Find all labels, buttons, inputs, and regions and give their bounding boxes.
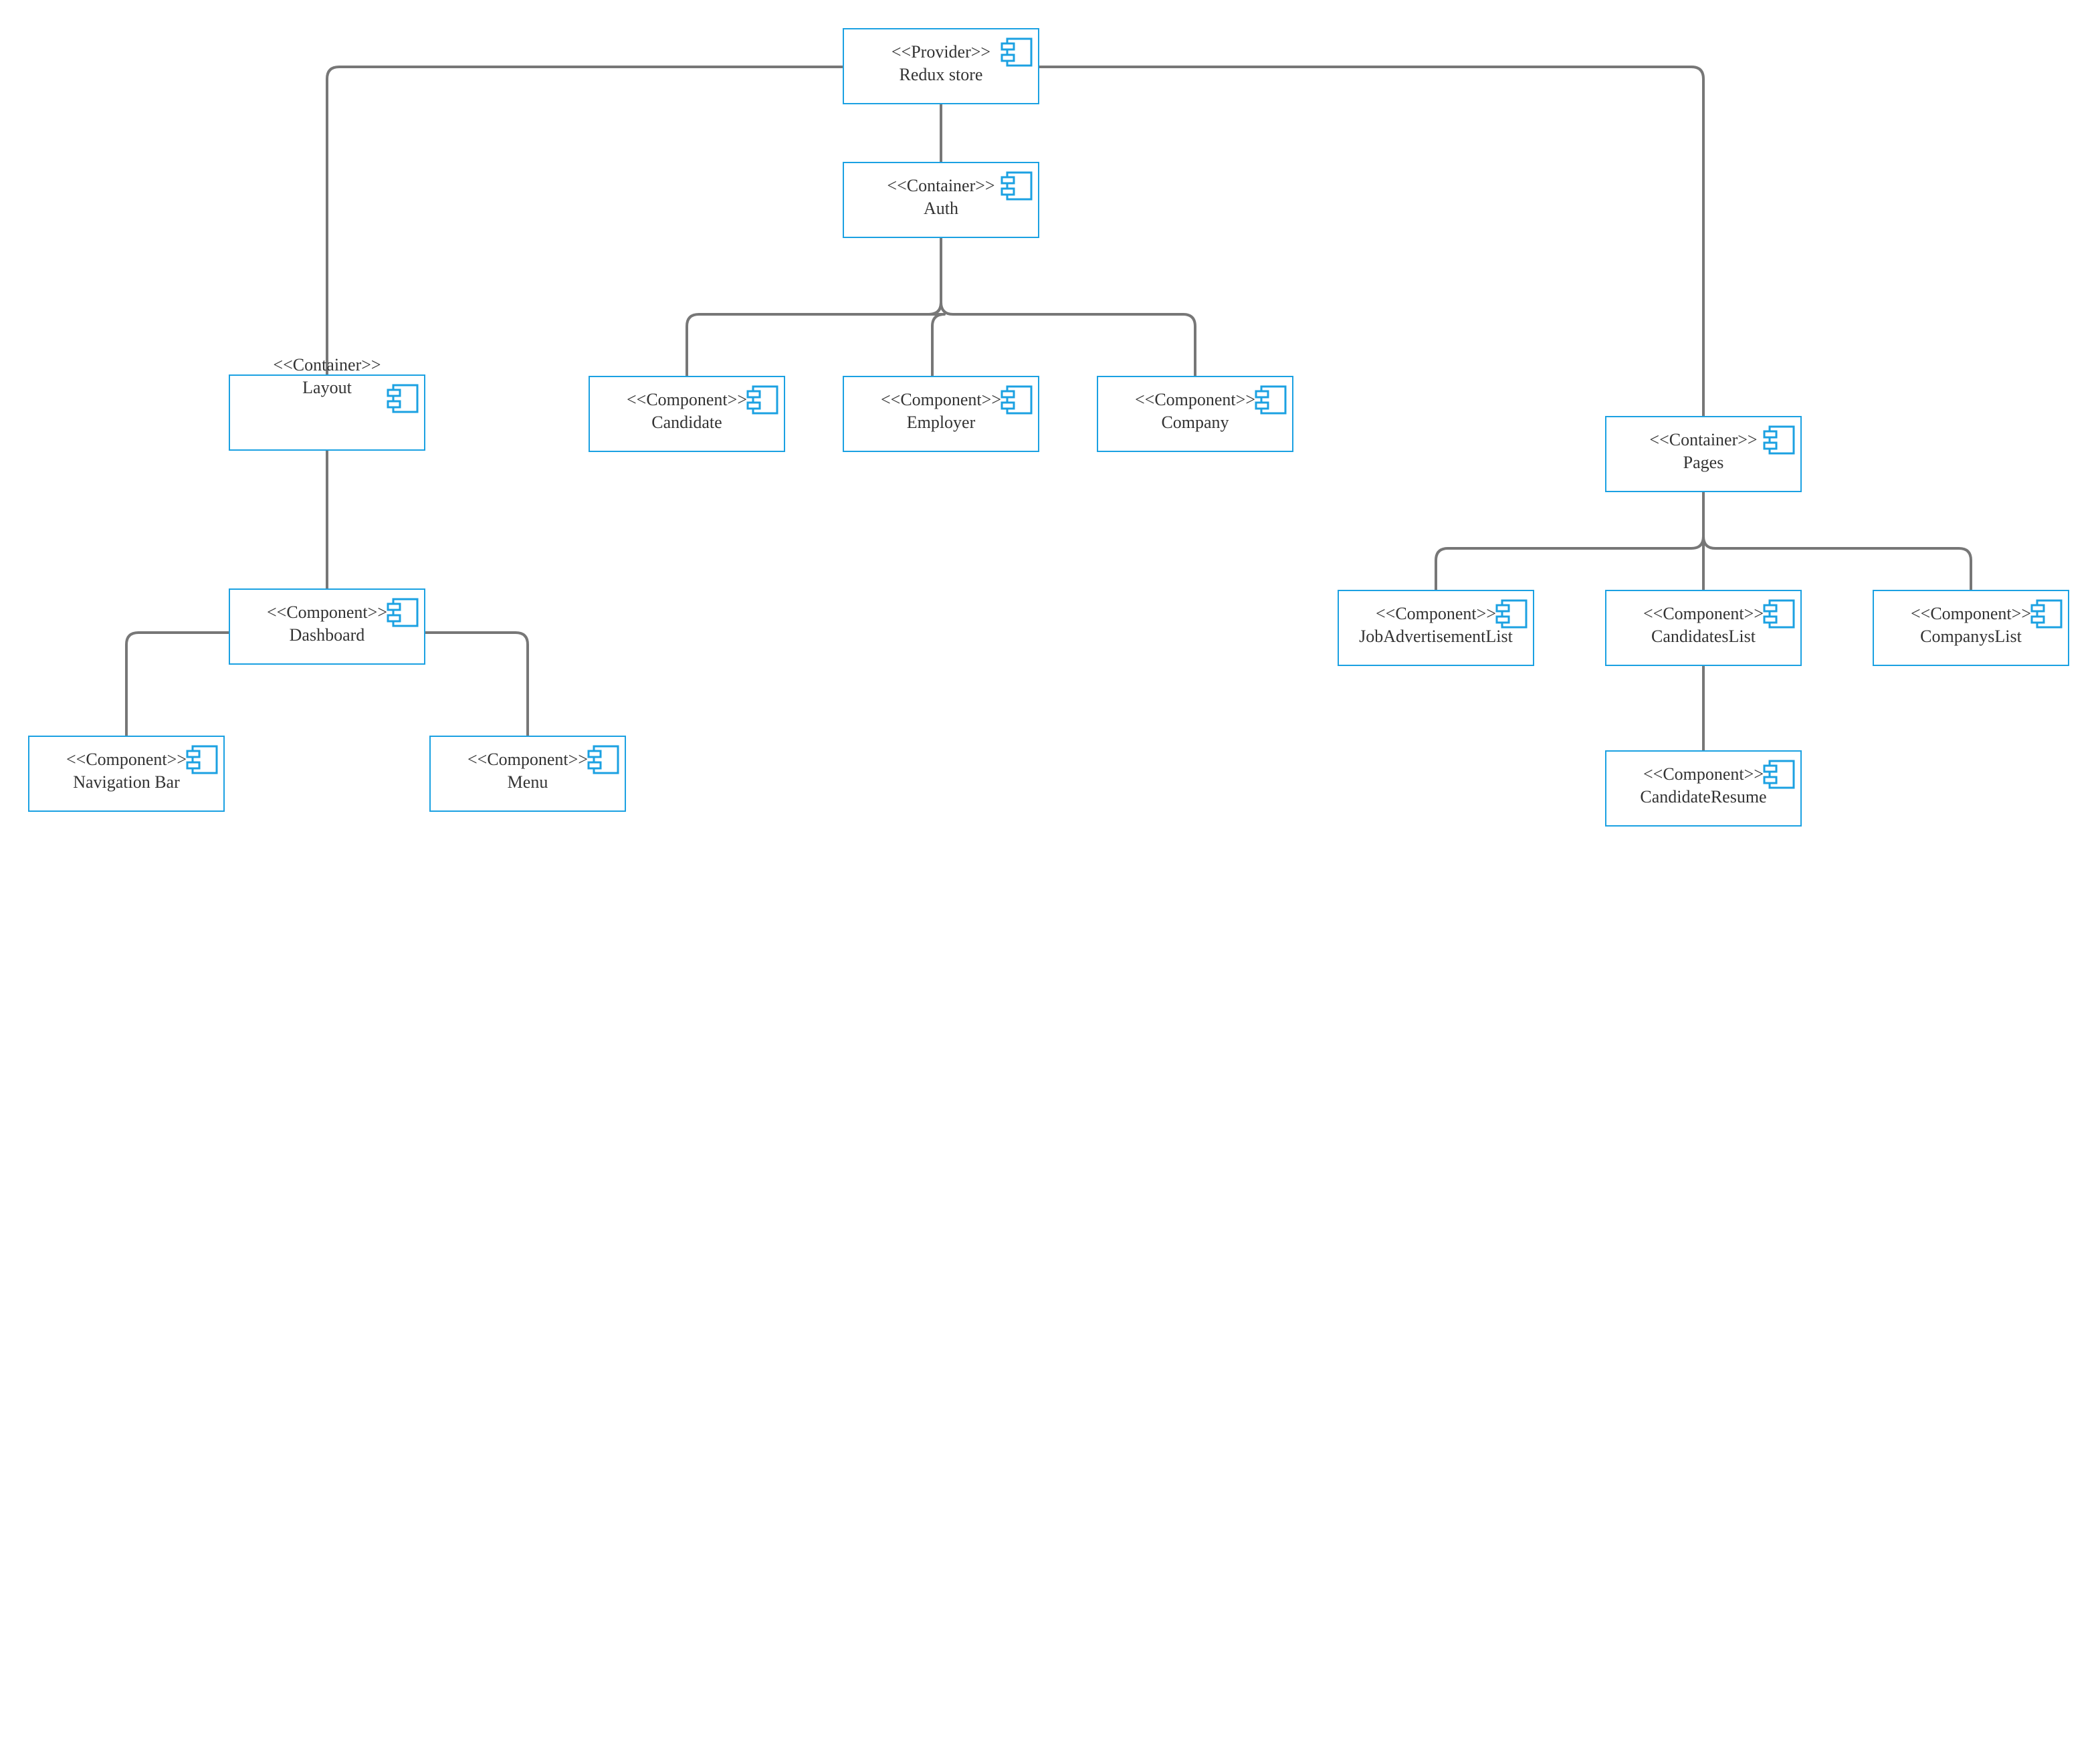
node-company[interactable]: <<Component>> Company	[1097, 376, 1293, 452]
node-auth[interactable]: <<Container>> Auth	[843, 162, 1039, 238]
node-stereotype: <<Provider>>	[891, 41, 991, 62]
node-name: Redux store	[899, 64, 983, 84]
uml-component-icon	[1001, 385, 1033, 415]
node-employer[interactable]: <<Component>> Employer	[843, 376, 1039, 452]
node-stereotype: <<Component>>	[267, 602, 387, 622]
node-stereotype: <<Component>>	[1376, 603, 1496, 623]
uml-component-icon	[1495, 599, 1528, 629]
edge-pages-to-job-advertisement-list	[1435, 492, 1705, 590]
uml-component-icon	[1763, 425, 1795, 455]
node-stereotype: <<Component>>	[467, 749, 588, 769]
edge-auth-to-candidate	[686, 238, 942, 376]
node-stereotype: <<Container>>	[273, 354, 381, 374]
uml-component-icon	[2030, 599, 2063, 629]
node-stereotype: <<Component>>	[1911, 603, 2031, 623]
uml-component-icon	[387, 598, 419, 627]
node-stereotype: <<Component>>	[66, 749, 187, 769]
edge-dashboard-to-navigation-bar	[125, 631, 229, 736]
node-name: Employer	[906, 412, 976, 432]
node-name: Layout	[302, 377, 352, 397]
node-name: CandidatesList	[1651, 626, 1756, 646]
node-candidates-list[interactable]: <<Component>> CandidatesList	[1605, 590, 1802, 666]
node-name: Navigation Bar	[73, 772, 180, 792]
node-stereotype: <<Component>>	[881, 389, 1001, 409]
node-name: Pages	[1683, 452, 1724, 472]
edge-redux-store-to-layout	[326, 66, 843, 374]
uml-component-icon	[1255, 385, 1287, 415]
node-menu[interactable]: <<Component>> Menu	[429, 736, 626, 812]
uml-component-icon	[1763, 599, 1795, 629]
edge-dashboard-to-menu	[425, 631, 529, 736]
uml-component-icon	[587, 745, 619, 774]
uml-component-icon	[746, 385, 778, 415]
node-layout[interactable]: <<Container>> Layout	[229, 354, 425, 451]
node-name: Dashboard	[289, 625, 365, 645]
uml-component-icon	[186, 745, 218, 774]
node-name: Candidate	[651, 412, 722, 432]
node-dashboard[interactable]: <<Component>> Dashboard	[229, 588, 425, 665]
node-name: CandidateResume	[1640, 786, 1767, 806]
edge-redux-store-to-pages	[1039, 66, 1705, 416]
uml-component-icon	[1001, 171, 1033, 201]
node-stereotype: <<Component>>	[1643, 603, 1764, 623]
uml-component-icon	[387, 384, 419, 413]
node-stereotype: <<Container>>	[1649, 429, 1758, 449]
connector-layer	[125, 66, 1972, 750]
edge-auth-to-company	[940, 238, 1196, 376]
node-redux-store[interactable]: <<Provider>>Redux store	[843, 28, 1039, 104]
node-name: Menu	[507, 772, 548, 792]
node-stereotype: <<Component>>	[1643, 764, 1764, 784]
node-companys-list[interactable]: <<Component>> CompanysList	[1873, 590, 2069, 666]
node-job-advertisement-list[interactable]: <<Component>> JobAdvertisementList	[1338, 590, 1534, 666]
node-pages[interactable]: <<Container>> Pages	[1605, 416, 1802, 492]
node-stereotype: <<Component>>	[1135, 389, 1255, 409]
node-name: Auth	[924, 198, 958, 218]
node-name: JobAdvertisementList	[1359, 626, 1513, 646]
edge-pages-to-companys-list	[1702, 492, 1972, 590]
node-navigation-bar[interactable]: <<Component>> Navigation Bar	[28, 736, 225, 812]
node-candidate[interactable]: <<Component>> Candidate	[589, 376, 785, 452]
uml-component-icon	[1001, 37, 1033, 67]
node-stereotype: <<Container>>	[887, 175, 995, 195]
node-name: Company	[1161, 412, 1229, 432]
uml-component-icon	[1763, 760, 1795, 789]
node-stereotype: <<Component>>	[627, 389, 747, 409]
node-candidate-resume[interactable]: <<Component>>CandidateResume	[1605, 750, 1802, 827]
node-name: CompanysList	[1920, 626, 2022, 646]
